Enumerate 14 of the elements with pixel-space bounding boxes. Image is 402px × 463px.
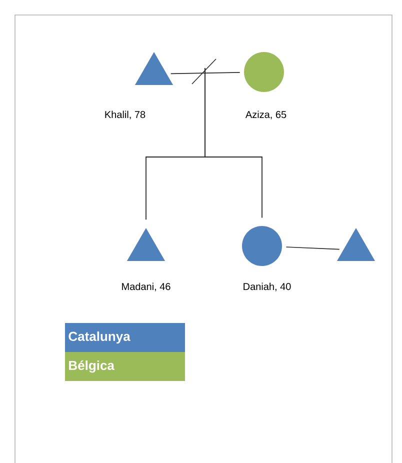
circle-symbol	[244, 52, 284, 92]
circle-symbol	[242, 226, 282, 266]
person-label: Khalil, 78	[105, 110, 146, 120]
person-label: Aziza, 65	[245, 110, 286, 120]
person-label: Daniah, 40	[244, 282, 291, 292]
person-label: Madani, 46	[122, 282, 170, 292]
relation-line	[170, 72, 240, 74]
legend-label: Bélgica	[69, 360, 115, 373]
triangle-symbol	[134, 52, 174, 85]
legend-label: Catalunya	[68, 331, 130, 344]
triangle-symbol	[126, 228, 166, 261]
triangle-symbol	[336, 228, 376, 261]
relation-line	[286, 246, 340, 250]
descent-line	[204, 68, 262, 218]
